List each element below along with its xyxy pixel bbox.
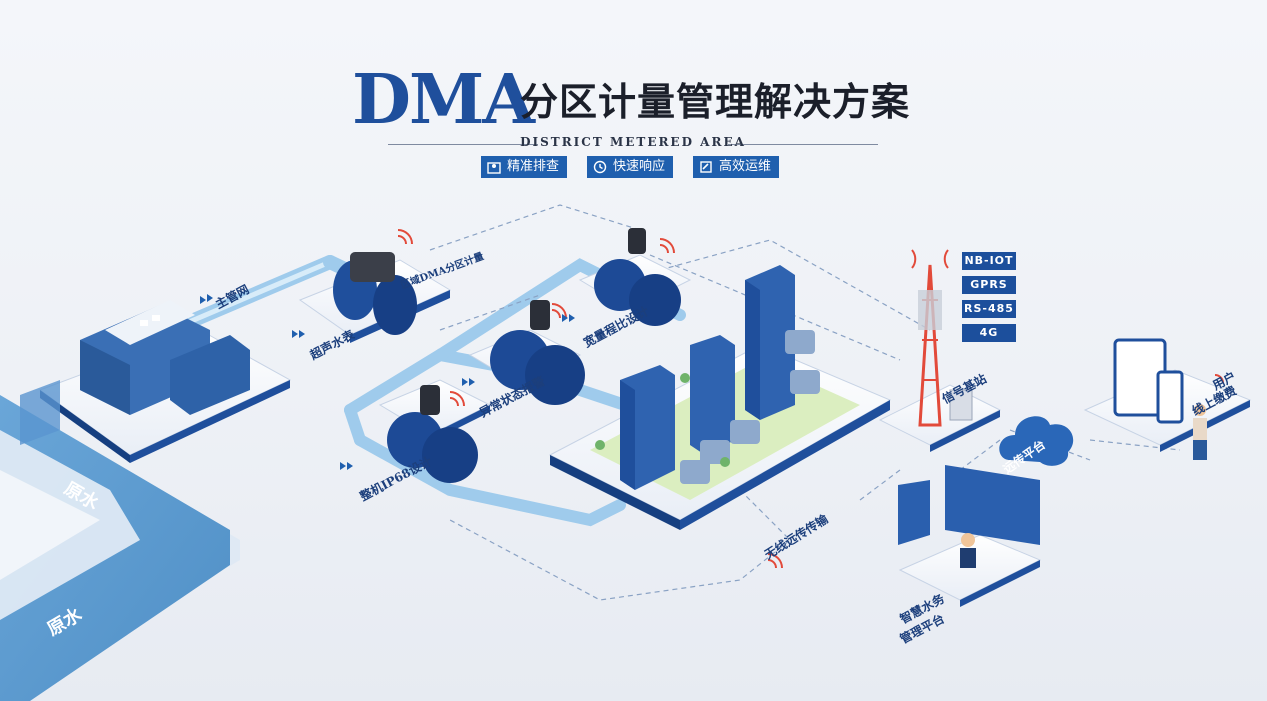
raw-water-river	[0, 395, 240, 701]
tag-label: 精准排查	[507, 159, 560, 174]
tag-label: 快速响应	[613, 159, 666, 174]
smart-water-console	[898, 465, 1042, 607]
flow-meters	[387, 228, 681, 483]
tag-fast-response: 快速响应	[587, 156, 674, 178]
user-payment	[1083, 338, 1252, 460]
protocol-badge-gprs: GPRS	[962, 276, 1016, 294]
subtitle-rule-right	[728, 144, 878, 145]
tag-label: 高效运维	[719, 159, 772, 174]
remote-cloud	[999, 416, 1074, 466]
wrench-icon	[700, 161, 712, 173]
subtitle-rule-left	[388, 144, 538, 145]
signal-station	[878, 264, 1002, 452]
subtitle: DISTRICT METERED AREA	[388, 135, 878, 153]
metered-district	[548, 265, 892, 530]
ultrasonic-meter-station	[298, 252, 452, 343]
protocol-badge-4g: 4G	[962, 324, 1016, 342]
water-plant	[20, 300, 292, 463]
wireless-signal-icons	[397, 229, 1224, 569]
tag-precise-check: 精准排查	[481, 156, 568, 178]
clock-icon	[593, 160, 607, 174]
tag-efficient-ops: 高效运维	[693, 156, 780, 178]
protocol-badge-nbiot: NB-IOT	[962, 252, 1016, 270]
title-dma: DMA	[352, 60, 535, 140]
direction-chevrons	[200, 294, 575, 470]
protocol-badge-rs485: RS-485	[962, 300, 1016, 318]
subtitle-text: DISTRICT METERED AREA	[520, 135, 746, 149]
title-chinese: 分区计量管理解决方案	[520, 80, 911, 124]
map-pin-icon	[487, 162, 501, 174]
page-title: DMA 分区计量管理解决方案	[352, 66, 952, 146]
